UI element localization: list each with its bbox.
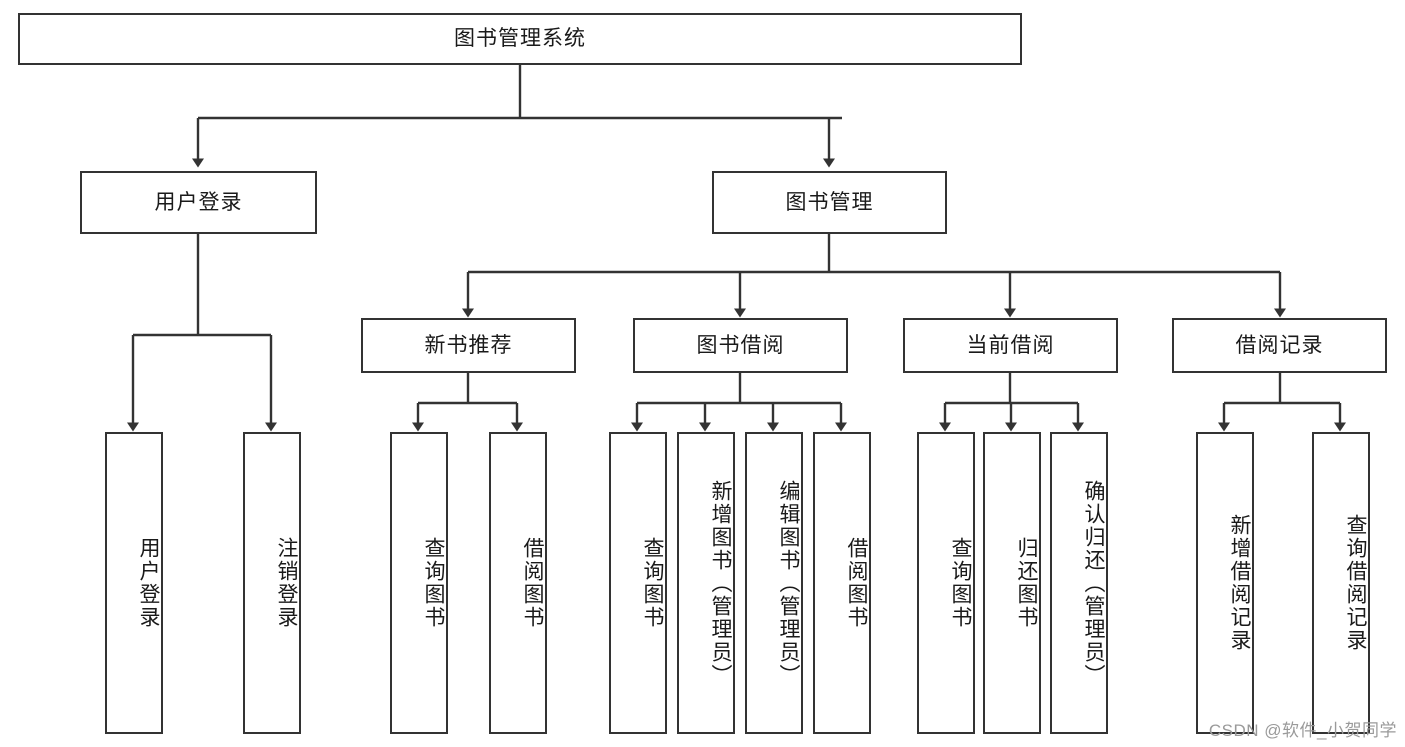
leaf-query-book-2-label: 查询图书 xyxy=(641,537,664,629)
node-user-login-label: 用户登录 xyxy=(154,190,243,214)
node-borrow-record[interactable]: 借阅记录 xyxy=(1172,318,1387,373)
leaf-edit-book[interactable]: 编辑图书（管理员） xyxy=(745,432,803,734)
leaf-return-book[interactable]: 归还图书 xyxy=(983,432,1041,734)
leaf-borrow-book-1-label: 借阅图书 xyxy=(521,537,544,629)
node-current-borrow[interactable]: 当前借阅 xyxy=(903,318,1118,373)
leaf-user-login[interactable]: 用户登录 xyxy=(105,432,163,734)
leaf-add-record[interactable]: 新增借阅记录 xyxy=(1196,432,1254,734)
node-user-login[interactable]: 用户登录 xyxy=(80,171,317,234)
leaf-query-book-3[interactable]: 查询图书 xyxy=(917,432,975,734)
node-new-book-recommend[interactable]: 新书推荐 xyxy=(361,318,576,373)
leaf-borrow-book-2-label: 借阅图书 xyxy=(845,537,868,629)
leaf-user-login-label: 用户登录 xyxy=(137,537,160,629)
node-book-borrow[interactable]: 图书借阅 xyxy=(633,318,848,373)
leaf-logout-login-label: 注销登录 xyxy=(275,537,298,629)
leaf-confirm-return[interactable]: 确认归还（管理员） xyxy=(1050,432,1108,734)
leaf-query-record-label: 查询借阅记录 xyxy=(1344,514,1367,652)
leaf-return-book-label: 归还图书 xyxy=(1015,537,1038,629)
node-book-manage-label: 图书管理 xyxy=(785,190,874,214)
leaf-edit-book-label: 编辑图书（管理员） xyxy=(777,479,800,687)
leaf-confirm-return-label: 确认归还（管理员） xyxy=(1082,479,1105,687)
node-new-book-recommend-label: 新书推荐 xyxy=(424,333,513,357)
leaf-logout-login[interactable]: 注销登录 xyxy=(243,432,301,734)
leaf-query-record[interactable]: 查询借阅记录 xyxy=(1312,432,1370,734)
node-book-manage[interactable]: 图书管理 xyxy=(712,171,947,234)
leaf-borrow-book-2[interactable]: 借阅图书 xyxy=(813,432,871,734)
leaf-query-book-2[interactable]: 查询图书 xyxy=(609,432,667,734)
csdn-watermark: CSDN @软件_小贺同学 xyxy=(1208,721,1397,740)
leaf-add-book-label: 新增图书（管理员） xyxy=(709,479,732,687)
node-book-borrow-label: 图书借阅 xyxy=(696,333,785,357)
leaf-add-book[interactable]: 新增图书（管理员） xyxy=(677,432,735,734)
leaf-borrow-book-1[interactable]: 借阅图书 xyxy=(489,432,547,734)
node-borrow-record-label: 借阅记录 xyxy=(1235,333,1324,357)
node-root-label: 图书管理系统 xyxy=(454,27,586,51)
leaf-query-book-3-label: 查询图书 xyxy=(949,537,972,629)
leaf-add-record-label: 新增借阅记录 xyxy=(1228,514,1251,652)
node-root[interactable]: 图书管理系统 xyxy=(18,13,1022,65)
node-current-borrow-label: 当前借阅 xyxy=(966,333,1055,357)
leaf-query-book-1-label: 查询图书 xyxy=(422,537,445,629)
leaf-query-book-1[interactable]: 查询图书 xyxy=(390,432,448,734)
